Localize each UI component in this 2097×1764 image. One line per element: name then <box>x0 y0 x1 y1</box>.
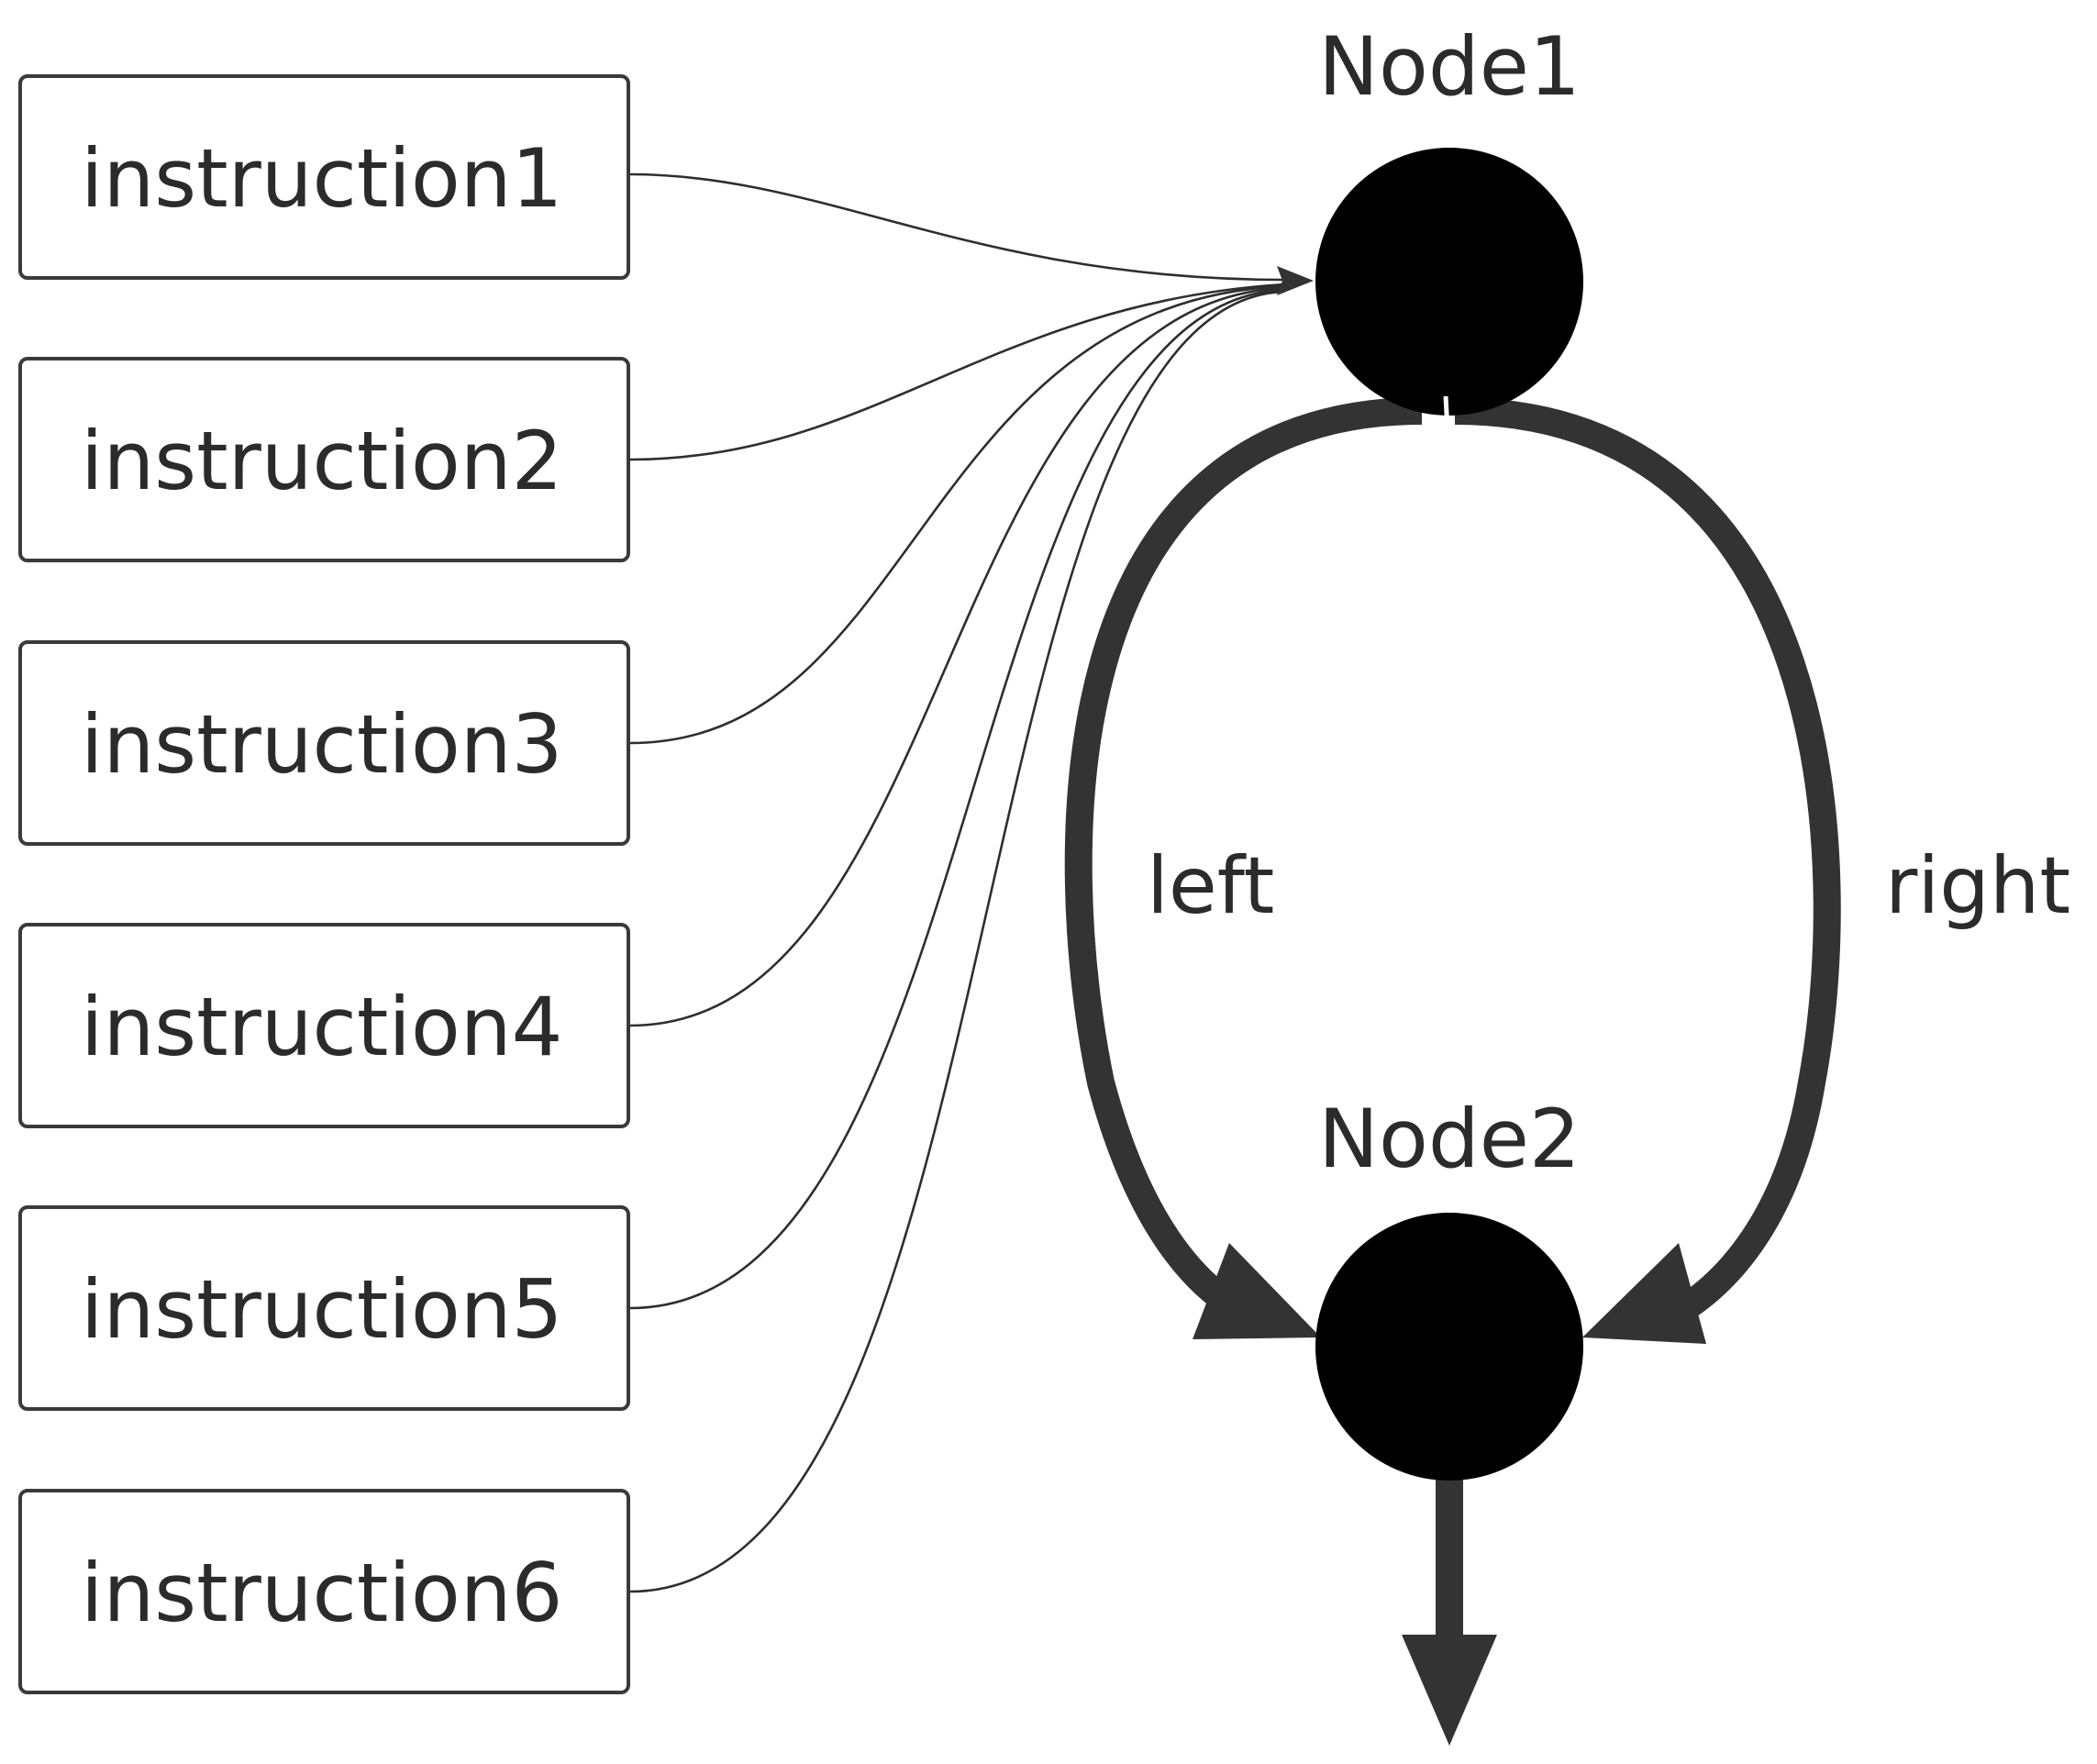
edge-right-label: right <box>1885 840 2070 932</box>
edge-right-arrowhead <box>1582 1243 1706 1344</box>
edge-left-label: left <box>1147 840 1274 932</box>
instruction-box-4: instruction4 <box>18 923 630 1128</box>
instruction-box-6: instruction6 <box>18 1489 630 1694</box>
connector-arrowhead-node1 <box>1277 266 1314 295</box>
connector-instruction1-node1 <box>629 172 1285 282</box>
instruction-box-2: instruction2 <box>18 357 630 562</box>
instruction-box-3: instruction3 <box>18 640 630 846</box>
instruction-box-5-frame <box>18 1205 630 1411</box>
edge-left-arrowhead <box>1193 1243 1321 1339</box>
connector-instruction4-node1 <box>629 286 1285 1027</box>
instruction-label-4: instruction4 <box>81 980 562 1074</box>
node1-circle <box>1315 148 1583 416</box>
edge-left-path <box>1064 397 1423 1325</box>
instruction-box-5: instruction5 <box>18 1205 630 1411</box>
instruction-label-6: instruction6 <box>81 1546 562 1640</box>
instruction-box-4-frame <box>18 923 630 1128</box>
instruction-box-3-frame <box>18 640 630 846</box>
node2-circle <box>1315 1213 1583 1481</box>
instruction-box-1-frame <box>18 74 630 280</box>
instruction-label-5: instruction5 <box>81 1262 562 1357</box>
connector-instruction5-node1 <box>629 288 1285 1310</box>
instruction-box-6-frame <box>18 1489 630 1694</box>
node2-label: Node2 <box>1318 1092 1581 1186</box>
instruction-label-3: instruction3 <box>81 697 562 792</box>
instruction-label-1: instruction1 <box>81 131 562 226</box>
node1-label: Node1 <box>1318 19 1581 114</box>
instruction-box-1: instruction1 <box>18 74 630 280</box>
connector-instruction2-node1 <box>629 283 1285 461</box>
instruction-label-2: instruction2 <box>81 414 562 508</box>
instruction-box-2-frame <box>18 357 630 562</box>
edge-right-path <box>1454 397 1841 1324</box>
connector-instruction6-node1 <box>629 290 1285 1593</box>
output-edge-arrowhead <box>1402 1635 1497 1746</box>
connector-instruction3-node1 <box>629 284 1285 745</box>
edge-join-gap <box>1443 395 1450 432</box>
